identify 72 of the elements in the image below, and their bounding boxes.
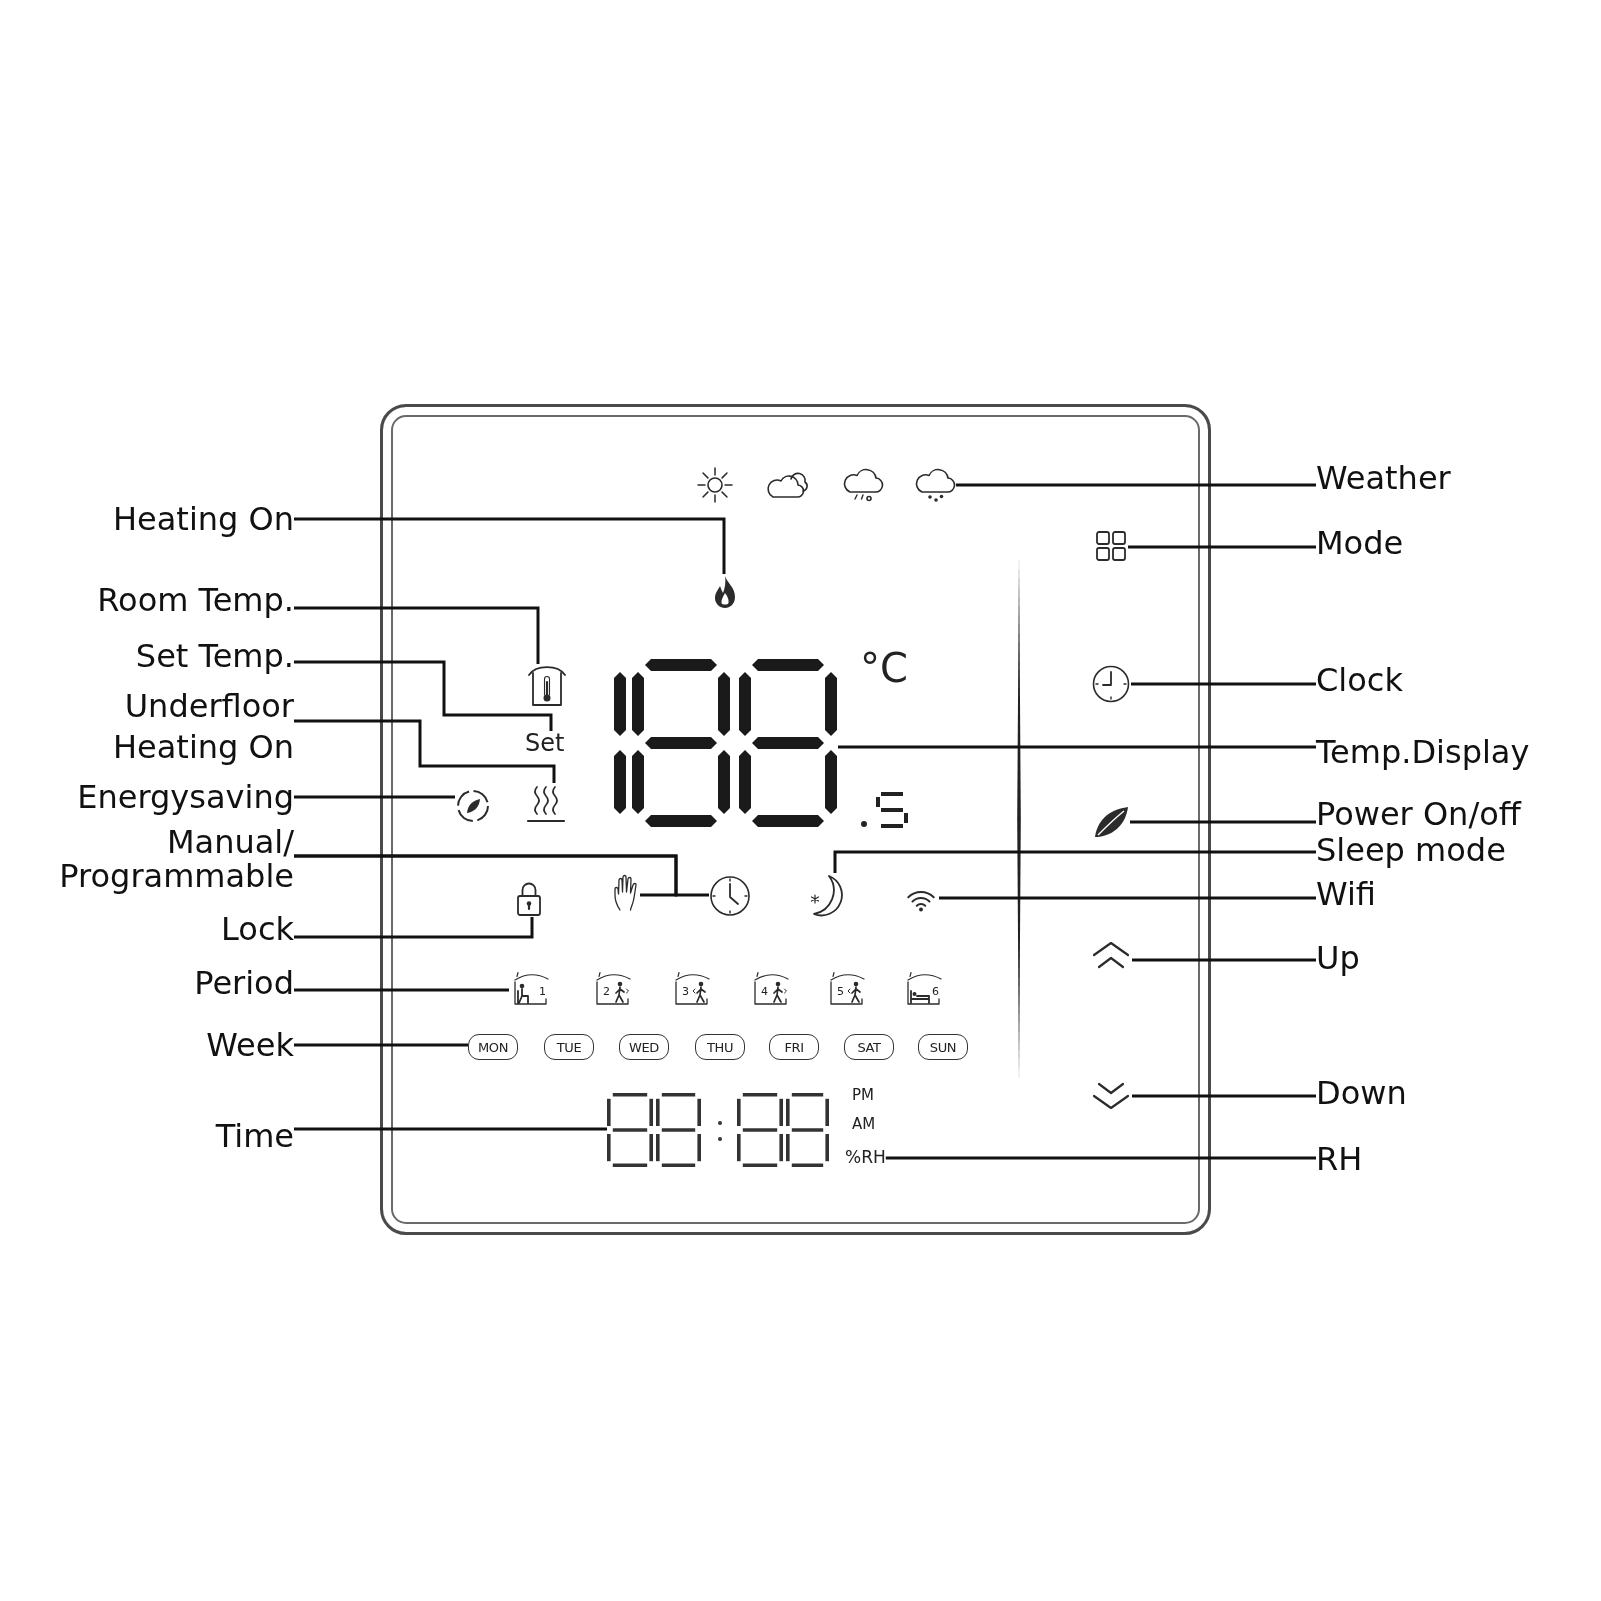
period-number: 6 <box>932 986 939 997</box>
leader-line <box>294 719 556 783</box>
house-thermometer-icon <box>527 664 567 708</box>
snow-cloud-icon <box>914 467 956 503</box>
hand-icon <box>612 874 640 912</box>
moon-star-icon <box>809 873 845 917</box>
day-indicator: SUN <box>918 1034 968 1060</box>
callout-label: Temp.Display <box>1316 734 1530 770</box>
leader-line <box>294 917 534 939</box>
leader-line <box>294 660 553 731</box>
day-indicator: TUE <box>544 1034 594 1060</box>
callout-label: Heating On <box>112 501 294 537</box>
callout-label: Time <box>215 1118 294 1154</box>
heat-waves-icon <box>526 783 566 825</box>
callout-label: Power On/off <box>1316 796 1521 832</box>
clock-icon <box>709 875 751 917</box>
leaf-icon <box>1092 805 1130 839</box>
callout-label: Room Temp. <box>97 582 294 618</box>
callout-label: Weather <box>1316 460 1451 496</box>
leader-line <box>1131 682 1316 686</box>
leader-line <box>294 606 540 664</box>
day-indicator: FRI <box>769 1034 819 1060</box>
callout-label: Manual/ Programmable <box>44 825 294 893</box>
callout-label: Wifi <box>1316 876 1376 912</box>
seven-segment-display <box>607 1093 829 1167</box>
leader-line <box>294 1127 607 1131</box>
period-number: 5 <box>837 986 844 997</box>
callout-label: Week <box>206 1027 294 1063</box>
callout-label: Sleep mode <box>1316 832 1506 868</box>
callout-label: Mode <box>1316 525 1404 561</box>
callout-label: Clock <box>1316 662 1403 698</box>
unit-label: °C <box>860 648 908 688</box>
leader-line <box>939 896 1316 900</box>
callout-label: RH <box>1316 1141 1363 1177</box>
clock-icon <box>1091 664 1131 704</box>
period-number: 1 <box>539 986 546 997</box>
day-indicator: WED <box>619 1034 669 1060</box>
leader-line <box>956 483 1316 487</box>
callout-label: Down <box>1316 1075 1407 1111</box>
indicator-label: Set <box>525 731 565 755</box>
callout-label: Lock <box>221 911 294 947</box>
indicator-label: AM <box>852 1117 876 1132</box>
leader-line <box>833 850 1316 873</box>
callout-label: Underfloor Heating On <box>74 686 294 768</box>
leader-line <box>1128 545 1316 549</box>
indicator-label: PM <box>852 1088 874 1103</box>
day-indicator: MON <box>468 1034 518 1060</box>
period-number: 4 <box>761 986 768 997</box>
callout-label: Period <box>194 965 294 1001</box>
callout-label: Set Temp. <box>135 638 294 674</box>
period-number: 2 <box>603 986 610 997</box>
leader-line <box>294 795 455 799</box>
leader-line <box>1132 1094 1316 1098</box>
double-chevron-up-icon <box>1090 940 1132 970</box>
day-indicator: SAT <box>844 1034 894 1060</box>
leader-line <box>294 988 509 992</box>
callout-label: Energysaving <box>77 779 294 815</box>
day-indicator: THU <box>695 1034 745 1060</box>
indicator-label: %RH <box>845 1149 886 1166</box>
double-chevron-down-icon <box>1090 1081 1132 1111</box>
grid-icon <box>1094 529 1128 563</box>
leader-line <box>1130 820 1316 824</box>
period-number: 3 <box>682 986 689 997</box>
leader-line <box>885 1156 1316 1160</box>
leaf-ring-icon <box>455 788 491 824</box>
leader-line <box>838 745 1316 749</box>
callout-label: Up <box>1316 940 1360 976</box>
leader-line <box>294 1043 468 1047</box>
leader-line <box>294 517 726 574</box>
seven-segment-display <box>612 659 838 827</box>
leader-line <box>1132 958 1316 962</box>
thermostat-panel <box>380 404 1211 1235</box>
